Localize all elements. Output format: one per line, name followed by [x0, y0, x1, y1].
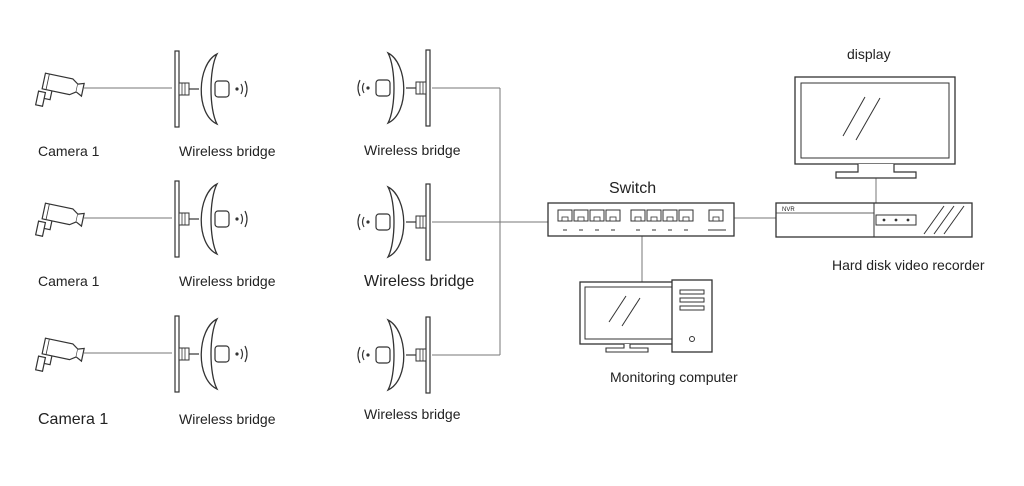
- wireless-bridge-rx-icon: [357, 316, 431, 394]
- wireless-bridge-rx-icon: [357, 49, 431, 127]
- switch-label: Switch: [609, 180, 657, 197]
- monitoring-computer-label: Monitoring computer: [610, 369, 738, 385]
- wireless-bridge-rx-icon: [357, 183, 431, 261]
- wireless-bridge-label: Wireless bridge: [179, 273, 276, 289]
- camera-label: Camera 1: [38, 143, 100, 159]
- wireless-bridge-tx-icon: [174, 315, 248, 393]
- camera-icon: [35, 201, 86, 245]
- camera-icon: [35, 71, 86, 115]
- wireless-bridge-label: Wireless bridge: [179, 411, 276, 427]
- switch-icon: [547, 202, 735, 237]
- nvr-label: Hard disk video recorder: [832, 257, 985, 273]
- wireless-bridge-label: Wireless bridge: [364, 273, 475, 290]
- cables: [84, 87, 877, 356]
- wireless-bridge-label: Wireless bridge: [364, 142, 461, 158]
- wireless-bridge-label: Wireless bridge: [179, 143, 276, 159]
- camera-icon: [35, 336, 86, 380]
- wireless-bridge-tx-icon: [174, 50, 248, 128]
- nvr-badge: NVR: [782, 207, 795, 213]
- computer-icon: [579, 279, 713, 353]
- nvr-icon: [775, 202, 973, 238]
- display-label: display: [847, 46, 891, 62]
- camera-label: Camera 1: [38, 411, 109, 428]
- camera-label: Camera 1: [38, 273, 100, 289]
- wireless-bridge-label: Wireless bridge: [364, 406, 461, 422]
- display-icon: [794, 76, 956, 179]
- wireless-bridge-tx-icon: [174, 180, 248, 258]
